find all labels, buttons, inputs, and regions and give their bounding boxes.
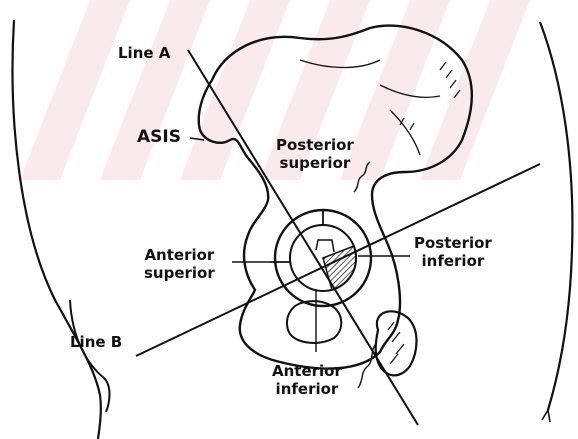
label-line-b-text: Line B (70, 333, 122, 351)
label-posterior-inferior-line2: inferior (414, 252, 492, 270)
label-anterior-inferior-line1: Anterior (272, 362, 342, 380)
label-anterior-superior: Anterior superior (144, 246, 215, 282)
body-outline-right (540, 22, 572, 410)
label-anterior-superior-line2: superior (144, 264, 215, 282)
body-outline-left-inner (70, 300, 110, 412)
arrow-mark-bottom-right (542, 410, 550, 422)
label-posterior-superior-line1: Posterior (276, 136, 354, 154)
acetabular-notch (316, 240, 334, 252)
label-posterior-superior-line2: superior (276, 154, 354, 172)
label-anterior-inferior-line2: inferior (272, 380, 342, 398)
label-asis: ASIS (137, 128, 181, 146)
label-line-a-text: Line A (118, 44, 170, 62)
obturator-foramen (287, 301, 341, 343)
label-line-b: Line B (70, 333, 122, 351)
label-posterior-inferior-line1: Posterior (414, 234, 492, 252)
label-anterior-inferior: Anterior inferior (272, 362, 342, 398)
label-posterior-inferior: Posterior inferior (414, 234, 492, 270)
label-asis-text: ASIS (137, 128, 181, 146)
label-posterior-superior: Posterior superior (276, 136, 354, 172)
label-line-a: Line A (118, 44, 170, 62)
leader-anterior-inferior (358, 344, 376, 388)
label-anterior-superior-line1: Anterior (144, 246, 215, 264)
